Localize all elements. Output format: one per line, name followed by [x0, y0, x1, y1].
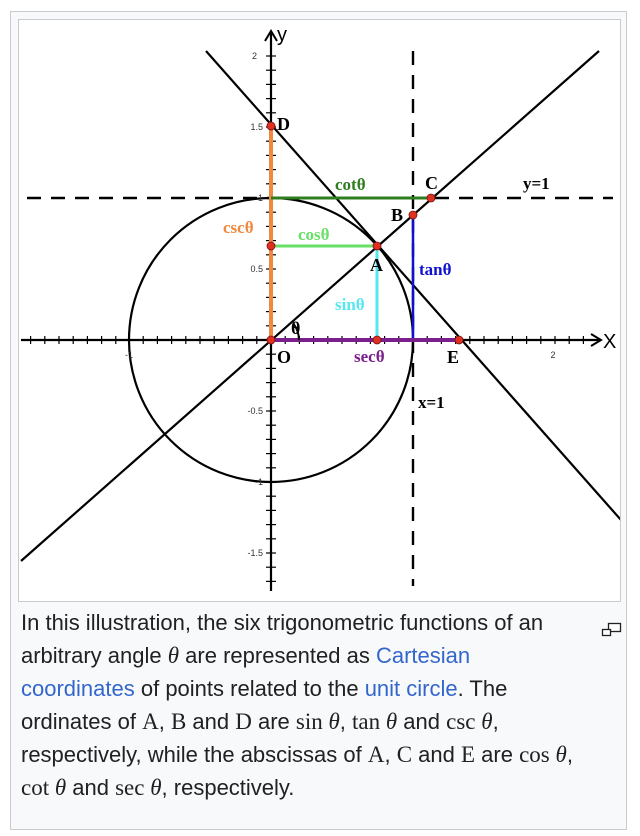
- trig-diagram-image[interactable]: 2 1.5 1 0.5 -0.5 -1 -1.5 -1 2 X y: [18, 19, 621, 602]
- point-O: [266, 335, 276, 345]
- math-tan: tan: [352, 709, 386, 734]
- math-sec: sec: [115, 775, 151, 800]
- math-A: A: [367, 742, 385, 767]
- caption-text: In this illustration, the six trigonomet…: [21, 610, 544, 668]
- caption-text: are represented as: [179, 643, 376, 668]
- label-csc: cscθ: [223, 218, 254, 237]
- y-axis-arrow-icon: [264, 29, 278, 42]
- y-tick-label: 1.5: [250, 122, 263, 132]
- label-sin: sinθ: [335, 295, 365, 314]
- caption-text: and: [66, 775, 116, 800]
- y-tick-label: -1.5: [247, 548, 263, 558]
- x-tick-label: 2: [550, 350, 555, 360]
- label-x-equals-1: x=1: [418, 393, 445, 412]
- label-theta: θ: [291, 318, 300, 338]
- caption-text: ,: [566, 742, 573, 767]
- caption-text: are: [251, 709, 296, 734]
- x-tick-label: -1: [125, 350, 133, 360]
- caption-text: . The ordinates of: [21, 676, 508, 734]
- point-B: [408, 210, 418, 220]
- y-tick-label: -0.5: [247, 406, 263, 416]
- caption-text: and: [412, 742, 461, 767]
- figure-frame: 2 1.5 1 0.5 -0.5 -1 -1.5 -1 2 X y: [10, 11, 627, 830]
- caption-text: , respectively.: [161, 775, 295, 800]
- label-cot: cotθ: [335, 175, 366, 194]
- math-B: B: [170, 709, 187, 734]
- caption-text: ,: [384, 742, 397, 767]
- point-D: [266, 121, 276, 131]
- caption-text: ,: [158, 709, 171, 734]
- caption-text: , respectively, while the abscissas of: [21, 709, 499, 767]
- link-cartesian-coordinates[interactable]: Cartesian coordinates: [21, 643, 471, 701]
- math-sin: sin: [295, 709, 329, 734]
- caption-text: ,: [339, 709, 353, 734]
- y-tick-label: 1: [258, 193, 263, 203]
- y-tick-label: 2: [252, 51, 257, 61]
- label-O: O: [277, 347, 291, 367]
- math-csc: csc: [446, 709, 482, 734]
- y-axis-ticks: [266, 55, 276, 583]
- point-sin-A-on-y: [266, 241, 276, 251]
- x-axis-label: X: [603, 331, 616, 353]
- y-tick-label: 0.5: [250, 264, 263, 274]
- label-y-equals-1: y=1: [523, 174, 550, 193]
- math-theta: θ: [385, 709, 398, 734]
- caption-text: of points related to the: [134, 676, 365, 701]
- point-cos-A-on-x: [372, 335, 382, 345]
- point-E: [454, 335, 464, 345]
- figure-caption: In this illustration, the six trigonomet…: [21, 606, 622, 804]
- math-theta: θ: [328, 709, 340, 734]
- math-theta: θ: [54, 775, 67, 800]
- label-A: A: [370, 255, 383, 275]
- label-B: B: [391, 205, 403, 225]
- point-A: [372, 241, 382, 251]
- caption-text: and: [186, 709, 236, 734]
- math-A: A: [142, 709, 159, 734]
- point-C: [426, 193, 436, 203]
- label-E: E: [447, 347, 459, 367]
- math-cot: cot: [21, 775, 55, 800]
- math-C: C: [396, 742, 413, 767]
- magnify-clip-icon[interactable]: [601, 614, 623, 637]
- math-theta: θ: [481, 709, 493, 734]
- points: [266, 121, 464, 345]
- y-axis-label: y: [277, 24, 287, 46]
- unit-circle-diagram: 2 1.5 1 0.5 -0.5 -1 -1.5 -1 2 X y: [20, 24, 620, 591]
- line-OC: [20, 50, 600, 562]
- label-sec: secθ: [354, 347, 385, 366]
- math-theta: θ: [167, 643, 180, 668]
- label-cos: cosθ: [298, 225, 330, 244]
- angle-arc: [292, 322, 300, 341]
- math-E: E: [461, 742, 476, 767]
- math-theta: θ: [555, 742, 567, 767]
- link-unit-circle[interactable]: unit circle: [364, 676, 458, 701]
- caption-text: and: [397, 709, 447, 734]
- y-tick-label: -1: [255, 477, 263, 487]
- label-tan: tanθ: [419, 260, 452, 279]
- label-C: C: [425, 173, 438, 193]
- math-cos: cos: [519, 742, 556, 767]
- math-theta: θ: [150, 775, 162, 800]
- x-axis-arrow-icon: [590, 333, 603, 347]
- label-D: D: [277, 114, 290, 134]
- math-D: D: [235, 709, 252, 734]
- caption-text: are: [475, 742, 520, 767]
